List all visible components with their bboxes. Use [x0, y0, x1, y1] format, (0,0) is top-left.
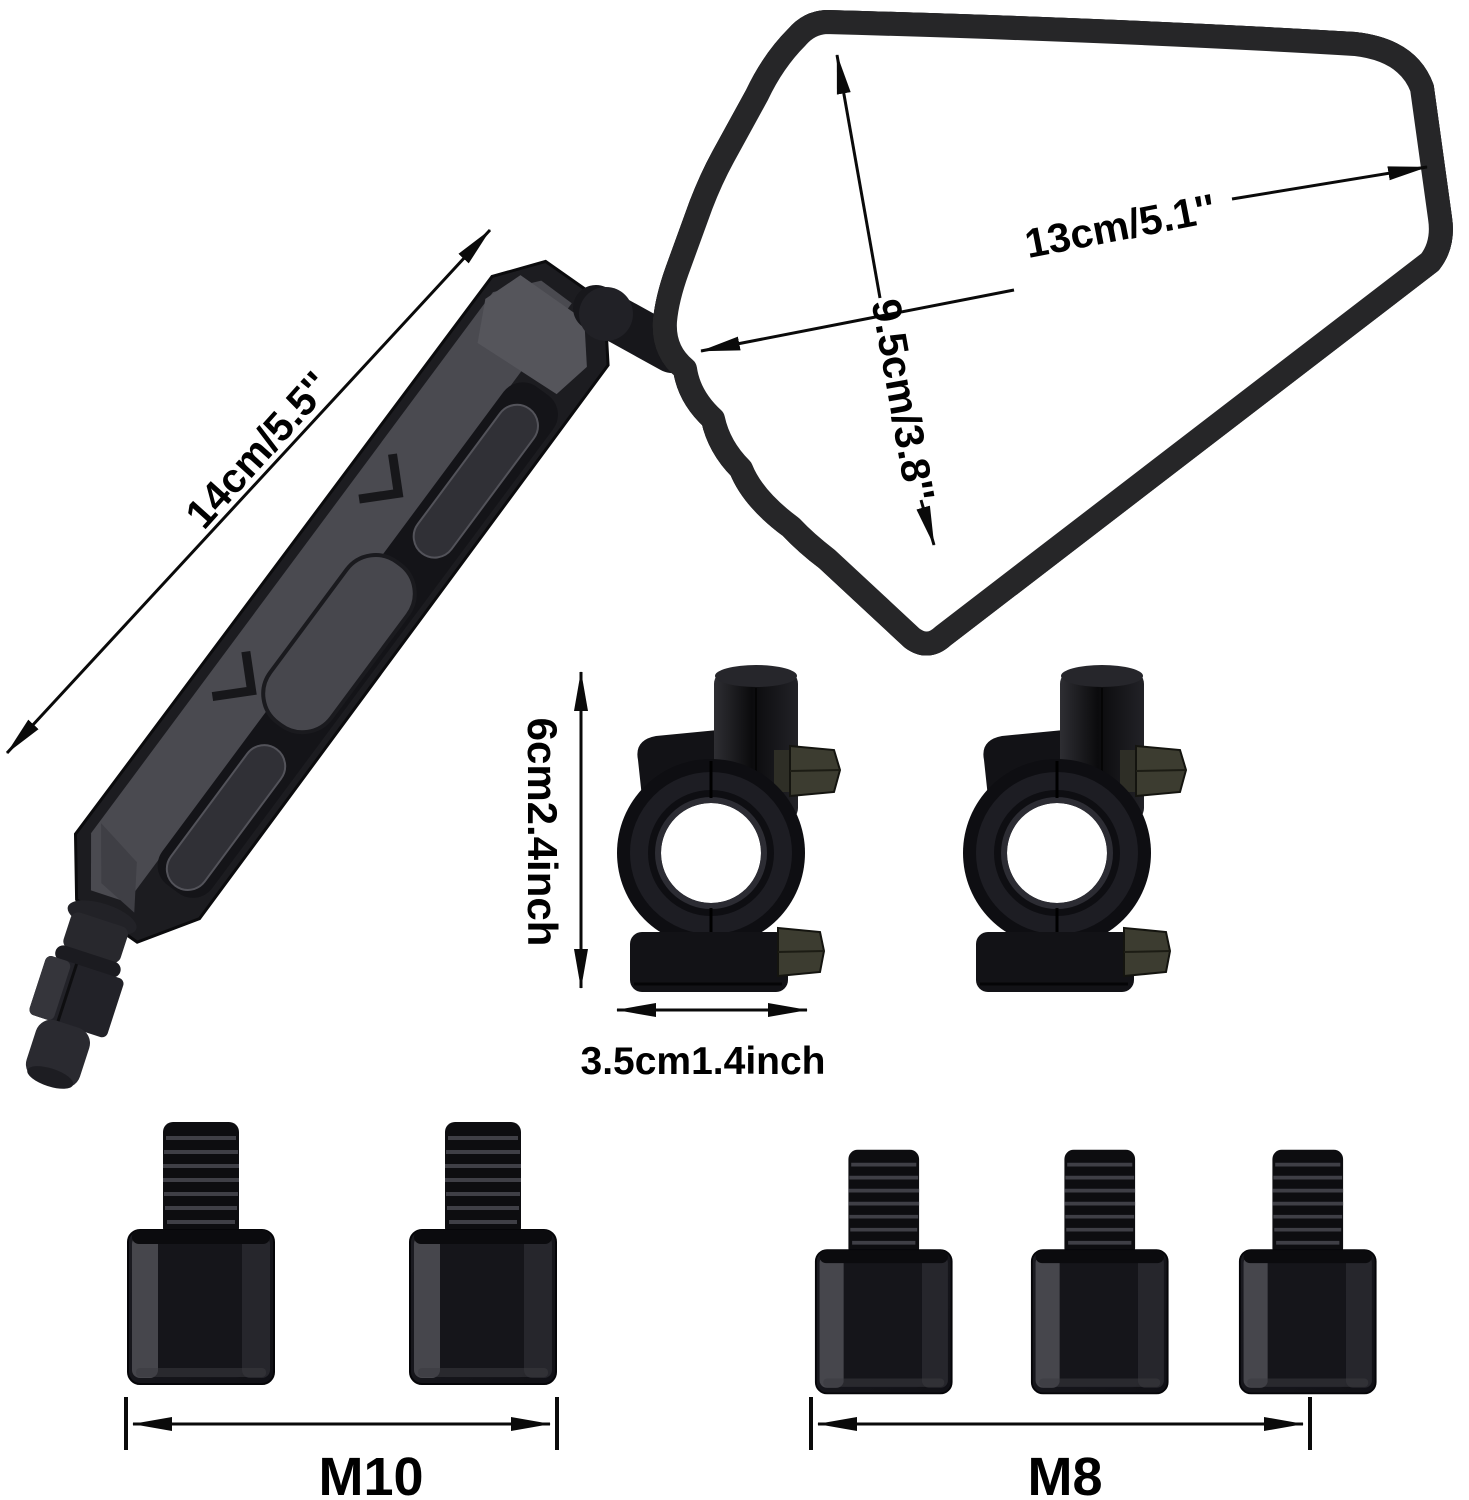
stem-bolt-end: [25, 900, 137, 1089]
adapter-m8-3: [1237, 1147, 1378, 1396]
m8-label: M8: [1027, 1447, 1102, 1500]
clamp-height-label: 6cm2.4inch: [519, 718, 566, 947]
handlebar-clamp-left: [617, 665, 840, 992]
mirror-head: [665, 10, 1441, 644]
adapter-m8-1: [813, 1147, 954, 1396]
adapter-m10-2: [408, 1120, 558, 1386]
dimension-line-mirror-width-right: [1231, 165, 1428, 201]
clamp-width-label: 3.5cm1.4inch: [581, 1040, 826, 1083]
dimension-lines: [5, 54, 1428, 1450]
dimension-line-mirror-height-bottom: [916, 499, 936, 546]
dimension-line-mirror-width-left: [700, 288, 1015, 353]
dimension-line-stem-length: [5, 228, 492, 755]
adapter-m10-1: [126, 1120, 276, 1386]
dimension-line-mirror-height-top: [835, 54, 882, 299]
adapter-m8-2: [1029, 1147, 1170, 1396]
m10-label: M10: [318, 1447, 423, 1500]
handlebar-clamp-right: [963, 665, 1186, 992]
